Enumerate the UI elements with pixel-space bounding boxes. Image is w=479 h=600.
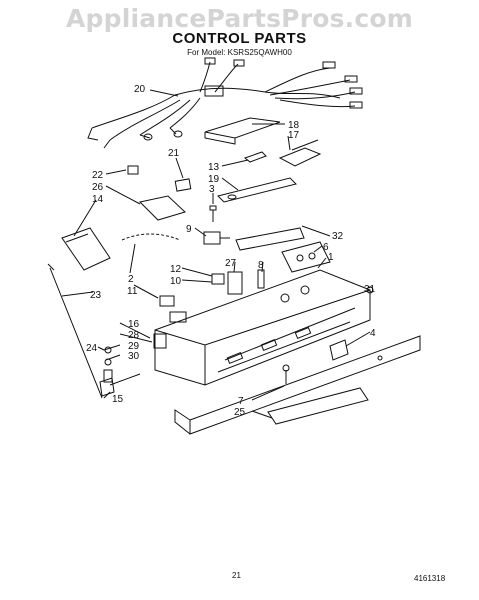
- document-number: 4161318: [414, 574, 446, 583]
- callout-28: 28: [128, 330, 140, 341]
- callout-14: 14: [92, 194, 104, 205]
- callout-1: 1: [328, 252, 334, 263]
- callout-6: 6: [323, 242, 329, 253]
- callout-21: 21: [168, 148, 180, 159]
- callout-23: 23: [90, 290, 102, 301]
- callout-22: 22: [92, 170, 104, 181]
- control-rod: [49, 267, 103, 399]
- callout-31: 31: [364, 284, 376, 295]
- trim-strip: [267, 387, 369, 425]
- callout-19: 19: [208, 174, 220, 185]
- callout-9: 9: [186, 224, 192, 235]
- watermark: AppliancePartsPros.com: [65, 4, 414, 33]
- page-title: CONTROL PARTS: [172, 30, 307, 47]
- callout-3: 3: [209, 184, 215, 195]
- control-cover: [204, 117, 281, 139]
- callout-25: 25: [234, 407, 246, 418]
- callout-16: 16: [128, 319, 140, 330]
- callout-18: 18: [288, 120, 300, 131]
- callout-13: 13: [208, 162, 220, 173]
- callout-12: 12: [170, 264, 182, 275]
- callout-17: 17: [288, 130, 300, 141]
- callout-8: 8: [258, 260, 264, 271]
- page-number: 21: [232, 571, 241, 580]
- callout-15: 15: [112, 394, 124, 405]
- callout-26: 26: [92, 182, 104, 193]
- callout-27: 27: [225, 258, 237, 269]
- control-housing: [154, 269, 371, 386]
- callout-32: 32: [332, 231, 344, 242]
- callout-11: 11: [127, 286, 138, 297]
- callout-10: 10: [170, 276, 182, 287]
- model-subtitle: For Model: KSRS25QAWH00: [187, 48, 292, 57]
- callout-29: 29: [128, 341, 140, 352]
- callout-4: 4: [370, 328, 376, 339]
- callout-24: 24: [86, 343, 98, 354]
- callout-7: 7: [238, 396, 244, 407]
- front-trim: [189, 335, 421, 435]
- wire-harness: [174, 87, 341, 99]
- callout-20: 20: [134, 84, 146, 95]
- callout-2: 2: [128, 274, 134, 285]
- callout-30: 30: [128, 351, 140, 362]
